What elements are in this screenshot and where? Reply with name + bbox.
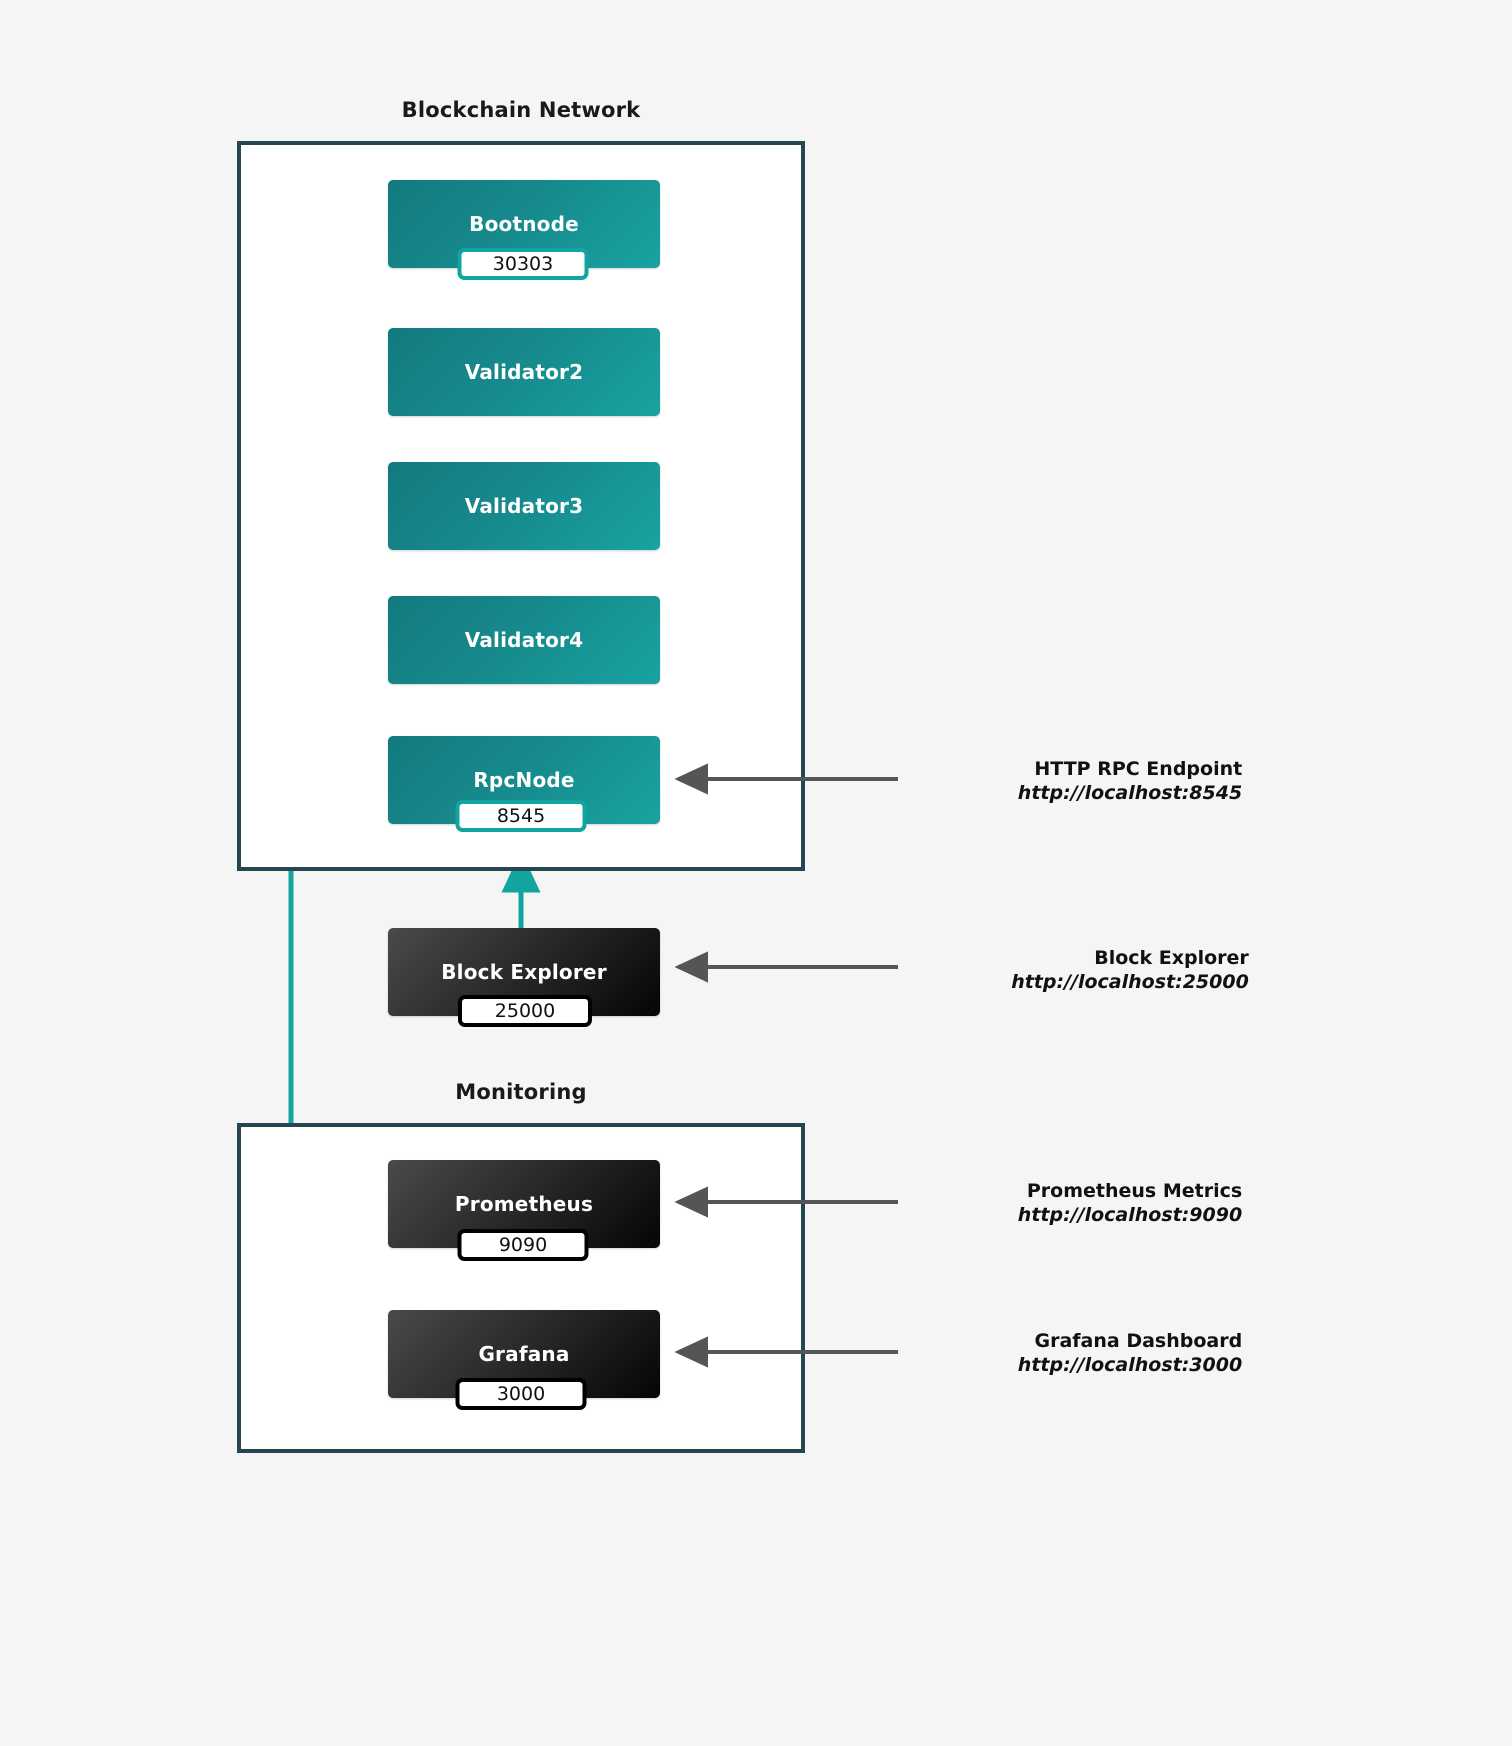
- annotation-prometheus-metrics: Prometheus Metrics http://localhost:9090: [1018, 1179, 1242, 1228]
- port-badge-prometheus: 9090: [457, 1229, 589, 1261]
- annotation-block-explorer-title: Block Explorer: [1094, 947, 1249, 969]
- annotation-block-explorer: Block Explorer http://localhost:25000: [1011, 946, 1249, 995]
- node-block-explorer-label: Block Explorer: [441, 960, 607, 984]
- node-prometheus-label: Prometheus: [454, 1192, 594, 1216]
- annotation-prometheus-metrics-url: http://localhost:9090: [1017, 1204, 1243, 1227]
- annotation-rpc-endpoint-title: HTTP RPC Endpoint: [1034, 758, 1243, 780]
- port-badge-rpcnode: 8545: [455, 800, 587, 832]
- port-badge-block-explorer: 25000: [458, 995, 592, 1027]
- group-title-monitoring: Monitoring: [455, 1080, 587, 1104]
- node-validator4[interactable]: Validator4: [388, 596, 660, 684]
- port-badge-bootnode: 30303: [457, 248, 589, 280]
- node-bootnode-label: Bootnode: [469, 212, 579, 236]
- annotation-prometheus-metrics-title: Prometheus Metrics: [1026, 1180, 1243, 1202]
- annotation-grafana-dashboard: Grafana Dashboard http://localhost:3000: [1018, 1329, 1242, 1378]
- annotation-grafana-dashboard-title: Grafana Dashboard: [1034, 1330, 1243, 1352]
- annotation-block-explorer-url: http://localhost:25000: [1011, 971, 1249, 994]
- group-title-blockchain-network: Blockchain Network: [401, 98, 641, 122]
- annotation-rpc-endpoint: HTTP RPC Endpoint http://localhost:8545: [1018, 757, 1242, 806]
- annotation-rpc-endpoint-url: http://localhost:8545: [1017, 782, 1243, 805]
- node-validator3[interactable]: Validator3: [388, 462, 660, 550]
- node-grafana-label: Grafana: [478, 1342, 570, 1366]
- annotation-grafana-dashboard-url: http://localhost:3000: [1017, 1354, 1243, 1377]
- port-badge-grafana: 3000: [455, 1378, 587, 1410]
- node-rpcnode-label: RpcNode: [473, 768, 575, 792]
- node-validator2-label: Validator2: [464, 360, 584, 384]
- node-validator2[interactable]: Validator2: [388, 328, 660, 416]
- node-validator3-label: Validator3: [464, 494, 584, 518]
- node-validator4-label: Validator4: [464, 628, 584, 652]
